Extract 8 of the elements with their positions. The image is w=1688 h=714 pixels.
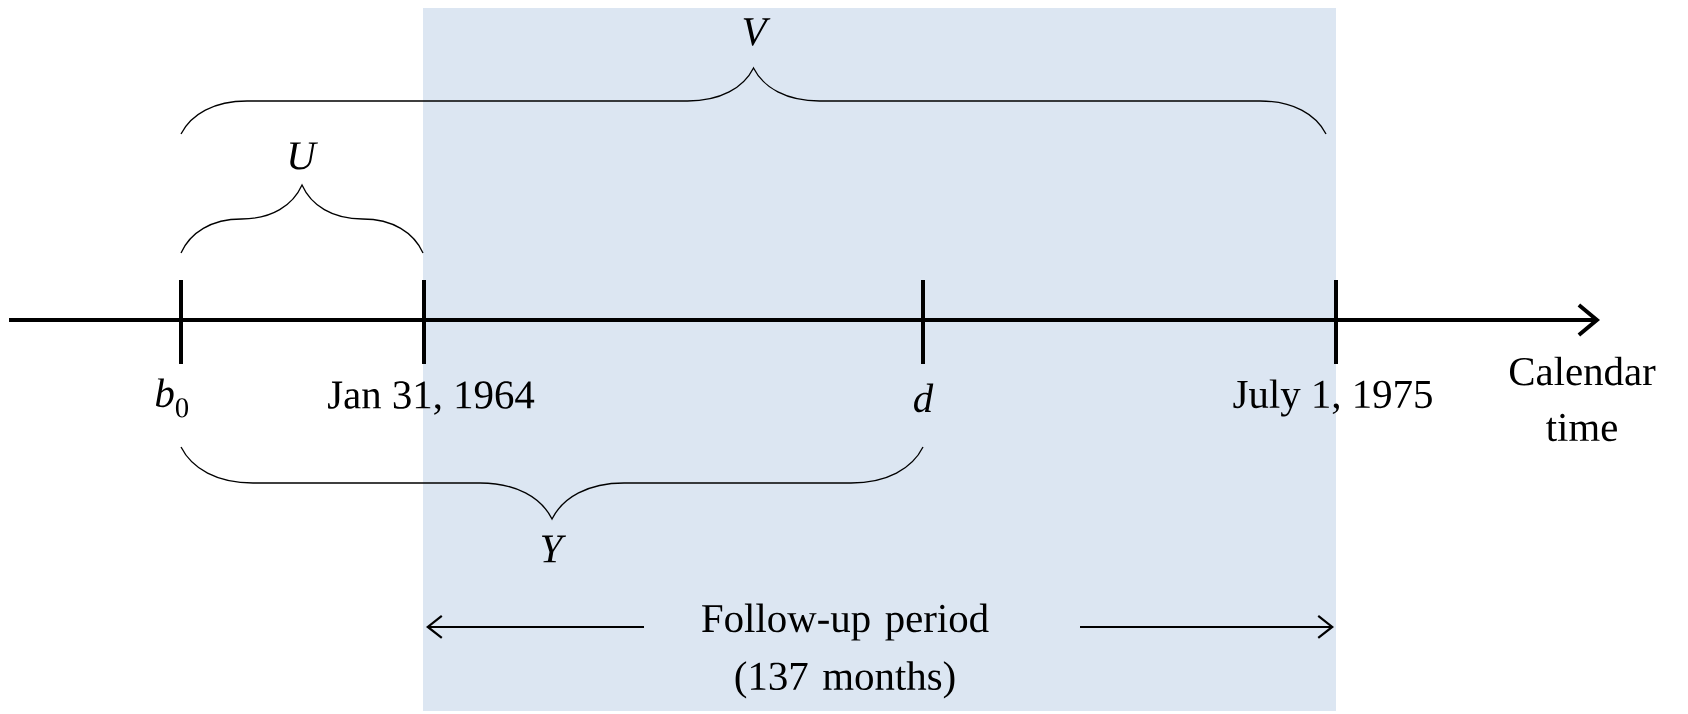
tick-label: b$_{0}$ — [155, 378, 189, 418]
tick-label: d — [914, 383, 934, 413]
brace-label: Y — [542, 535, 566, 563]
tick-label: Jan 31, 1964 — [328, 381, 535, 415]
axis-label: Calendar time — [1509, 356, 1656, 442]
brace-label: U — [290, 142, 318, 170]
brace-label: V — [743, 18, 771, 46]
tick-label: July 1, 1975 — [1233, 379, 1432, 417]
